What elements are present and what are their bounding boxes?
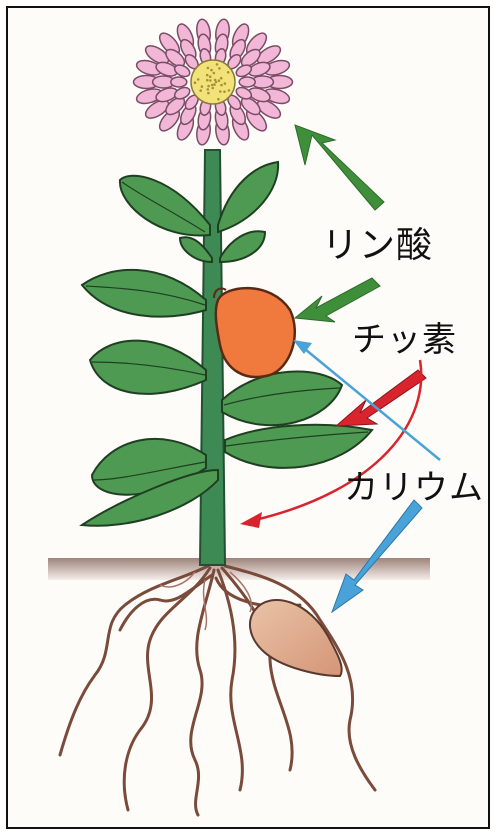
center-dot — [227, 71, 230, 74]
roots — [60, 566, 375, 815]
arrow-to-flower — [295, 125, 384, 210]
seed — [250, 600, 342, 676]
nitrogen-label: チッ素 — [352, 312, 457, 361]
leaf — [222, 371, 342, 425]
center-dot — [210, 69, 213, 72]
nitrogen-curve-head — [240, 512, 262, 528]
center-dot — [219, 90, 222, 93]
center-dot — [217, 98, 220, 101]
center-dot — [207, 67, 210, 70]
center-dot — [218, 67, 221, 70]
petal — [171, 77, 187, 87]
center-dot — [228, 89, 231, 92]
center-dot — [211, 87, 214, 90]
center-dot — [201, 85, 204, 88]
flower-center — [191, 60, 235, 104]
center-dot — [206, 79, 209, 82]
center-dot — [214, 79, 217, 82]
center-dot — [220, 77, 223, 80]
potassium-arrow-to-seed — [332, 500, 422, 612]
leaf — [90, 341, 206, 394]
phosphoric-acid-label: リン酸 — [322, 216, 433, 268]
center-dot — [207, 92, 210, 95]
petal — [239, 77, 255, 87]
center-dot — [213, 83, 216, 86]
center-dot — [220, 84, 223, 87]
center-dot — [224, 82, 227, 85]
center-dot — [209, 79, 212, 82]
fruit — [216, 288, 295, 377]
center-dot — [223, 90, 226, 93]
center-dot — [197, 78, 200, 81]
center-dot — [194, 81, 197, 84]
leaf — [220, 231, 265, 262]
potassium-label: カリウム — [344, 460, 484, 509]
center-dot — [206, 74, 209, 77]
leaf — [218, 162, 278, 232]
center-dot — [213, 72, 216, 75]
center-dot — [199, 89, 202, 92]
stem — [200, 150, 225, 565]
center-dot — [209, 75, 212, 78]
center-dot — [218, 79, 221, 82]
center-dot — [207, 88, 210, 91]
leaf — [82, 270, 206, 317]
center-dot — [207, 85, 210, 88]
center-dot — [216, 63, 219, 66]
center-dot — [211, 84, 214, 87]
